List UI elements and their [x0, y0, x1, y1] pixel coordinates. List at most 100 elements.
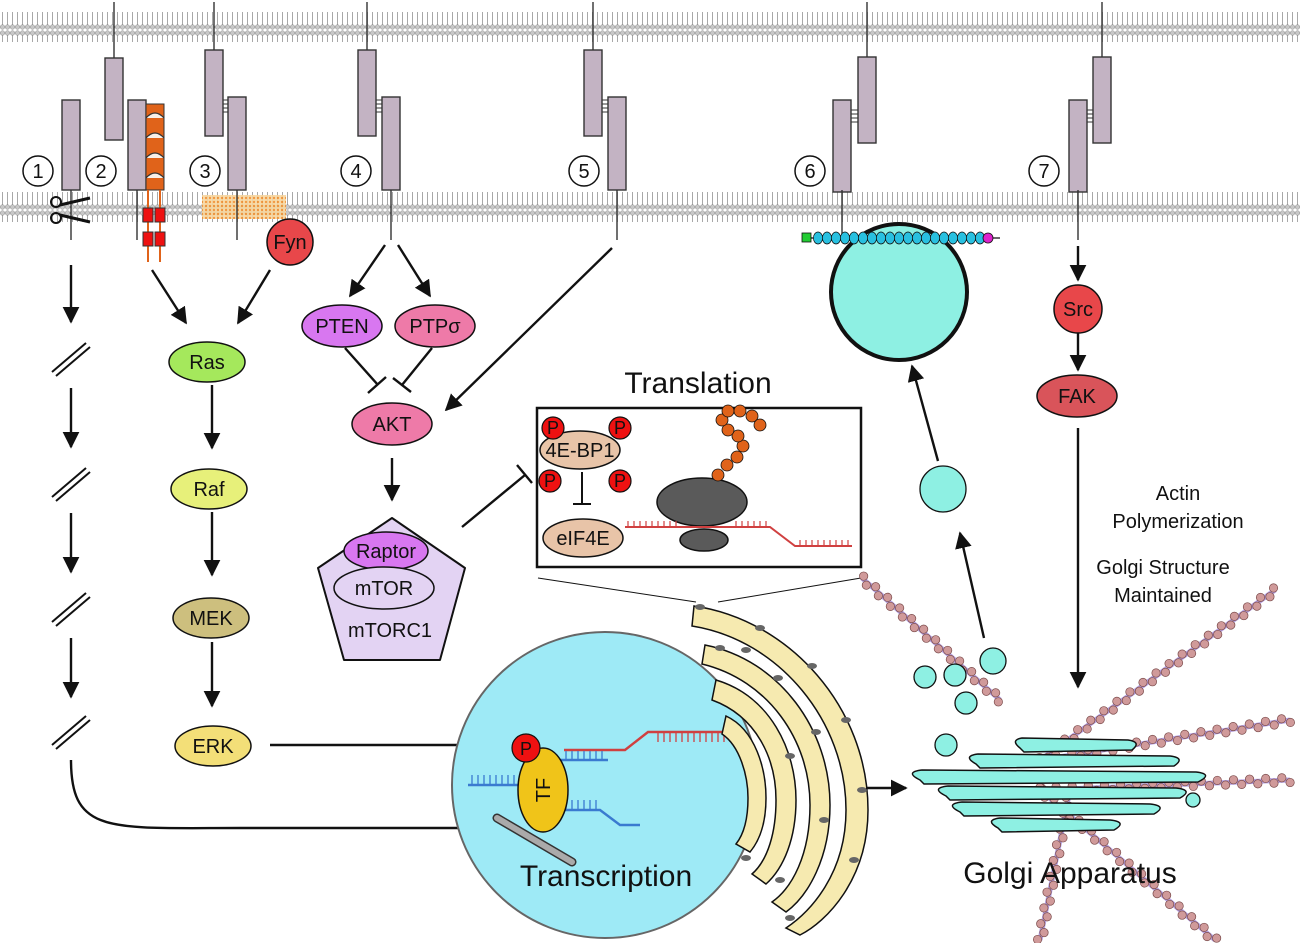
glycan-chain	[813, 231, 985, 245]
phospho-label: P	[547, 418, 559, 438]
fak-label: FAK	[1058, 386, 1096, 408]
fak-node: FAK	[1036, 374, 1118, 418]
actin-bead	[1212, 724, 1222, 734]
actin-bead	[1255, 592, 1266, 602]
receptor-number-5: 5	[578, 161, 589, 183]
actin-bead	[1045, 896, 1055, 906]
pathway-6-vesicle	[801, 222, 1000, 362]
ras-label: Ras	[189, 352, 225, 374]
glycan-bead	[885, 231, 895, 245]
actin-bead	[1216, 621, 1226, 631]
pten-label: PTEN	[315, 316, 368, 338]
actin-bead	[1147, 677, 1157, 687]
actin-bead	[1244, 719, 1254, 729]
actin-bead	[1228, 722, 1238, 732]
fourebp1-label: 4E-BP1	[546, 440, 615, 462]
actin-bead	[1172, 735, 1183, 746]
golgi-structure-line1: Golgi Structure	[1096, 557, 1229, 579]
pten-node: PTEN	[301, 304, 383, 348]
actin-bead	[1203, 630, 1213, 640]
actin-bead	[1042, 912, 1052, 922]
actin-bead	[1229, 611, 1239, 621]
actin-bead	[1173, 658, 1184, 668]
actin-bead	[1108, 705, 1118, 715]
src-label: Src	[1063, 299, 1093, 321]
actin-bead	[1285, 777, 1295, 788]
golgi-stack	[911, 737, 1207, 833]
phospho-label: P	[614, 418, 626, 438]
actin-bead	[895, 603, 905, 613]
actin-bead	[1245, 774, 1255, 784]
raptor-label: Raptor	[356, 541, 416, 563]
actin-bead	[1134, 686, 1144, 696]
actin-bead	[969, 676, 979, 686]
actin-bead	[919, 624, 929, 634]
actin-bead	[1152, 889, 1162, 899]
actin-bead	[979, 677, 989, 687]
actin-bead	[1125, 687, 1135, 697]
actin-bead	[1140, 741, 1150, 751]
er-ribosomes	[695, 604, 867, 921]
actin-bead	[1199, 922, 1209, 932]
receptor-number-3: 3	[199, 161, 210, 183]
actin-bead	[1073, 725, 1083, 735]
coreceptor-2	[142, 103, 166, 262]
glycan-bead	[939, 231, 949, 245]
actin-bead	[1200, 639, 1210, 649]
actin-bead	[981, 686, 991, 696]
binding-sites	[223, 99, 1093, 123]
actin-bead	[1252, 601, 1262, 611]
actin-bead	[933, 644, 943, 654]
actin-bead	[1228, 775, 1238, 785]
actin-bead	[1177, 649, 1187, 659]
actin-bead	[921, 633, 931, 643]
actin-bead	[1242, 602, 1252, 612]
actin-bead	[1137, 869, 1147, 879]
actin-bead	[1086, 715, 1096, 725]
raf-node: Raf	[170, 468, 248, 510]
actin-bead	[1177, 910, 1187, 920]
actin-bead	[1276, 714, 1287, 724]
actin-bead	[1095, 714, 1105, 725]
actin-bead	[1164, 732, 1174, 742]
actin-bead	[991, 688, 1001, 698]
actin-bead	[1162, 890, 1172, 900]
erk-label: ERK	[192, 736, 234, 758]
actin-bead	[931, 635, 941, 645]
actin-bead	[1156, 738, 1166, 748]
nucleus: TF P Transcription	[451, 631, 759, 939]
transcription-label: Transcription	[520, 860, 692, 893]
actin-bead	[885, 601, 895, 611]
actin-bead	[861, 580, 871, 590]
ras-node: Ras	[168, 341, 246, 383]
mtorc1-complex: Raptor mTOR mTORC1	[317, 517, 466, 661]
actin-bead	[945, 654, 955, 664]
endoplasmic-reticulum	[691, 605, 869, 936]
actin-bead	[1048, 880, 1059, 890]
actin-bead	[1082, 724, 1092, 734]
receptor-number-6: 6	[804, 161, 815, 183]
actin-bead	[1253, 779, 1263, 789]
actin-bead	[1190, 640, 1200, 650]
actin-bead	[1212, 933, 1222, 943]
actin-bead	[1237, 779, 1247, 789]
mtorc1-label: mTORC1	[348, 620, 432, 642]
actin-bead	[1147, 734, 1158, 745]
raf-label: Raf	[193, 479, 225, 501]
transport-vesicles	[913, 465, 1201, 808]
actin-bead	[1164, 658, 1174, 669]
receptor-number-4: 4	[350, 161, 361, 183]
actin-bead	[1196, 727, 1206, 737]
actin-bead	[1253, 723, 1263, 733]
actin-bead	[1226, 620, 1236, 630]
glycan-bead	[813, 231, 823, 245]
actin-bead	[1058, 833, 1068, 843]
receptor-number-labels: 1 2 3 4 5 6 7	[22, 155, 1060, 187]
glycan-bead	[957, 231, 967, 245]
glycan-bead	[876, 231, 886, 245]
actin-bead	[1237, 725, 1247, 735]
ptp-sigma-node: PTPσ	[394, 304, 476, 348]
upper-membrane	[0, 12, 1300, 42]
mtor-label: mTOR	[355, 578, 414, 600]
actin-annotation: Actin Polymerization Golgi Structure Mai…	[1096, 483, 1243, 607]
